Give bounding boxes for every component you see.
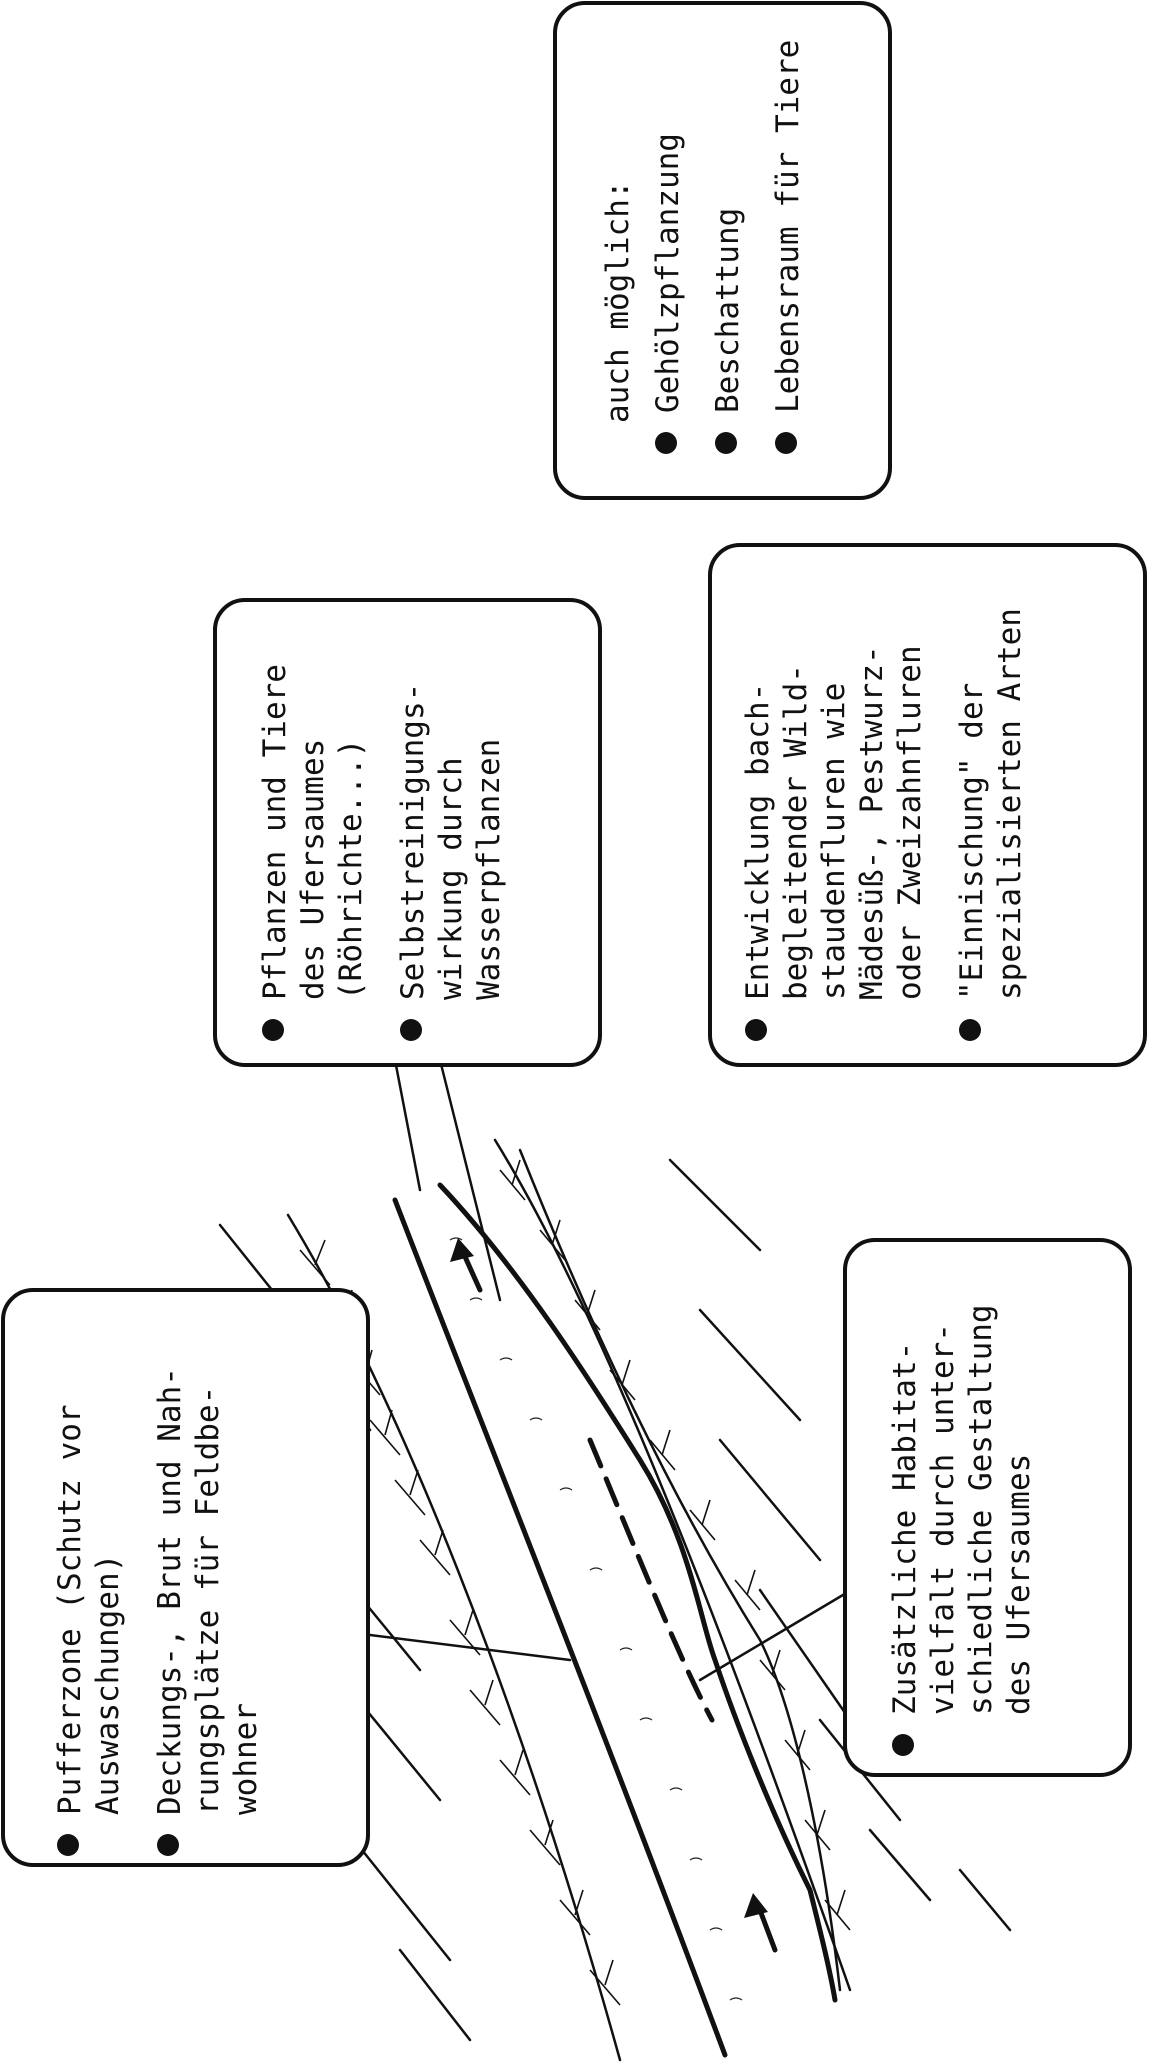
box-pufferzone: Pufferzone (Schutz vor Auswaschungen) De… — [3, 1290, 368, 1865]
bullet-icon — [775, 432, 797, 454]
ufersaum-line-2: des Ufersaumes — [295, 739, 331, 1000]
bullet-icon — [745, 1019, 767, 1041]
bullet-icon — [400, 1019, 422, 1041]
wildstauden-line-1: Entwicklung bach- — [740, 683, 776, 1000]
water-texture — [450, 1238, 742, 2000]
bullet-icon — [57, 1834, 79, 1856]
optional-item-1: Gehölzpflanzung — [650, 133, 686, 413]
habitat-line-3: schiedliche Gestaltung — [963, 1304, 999, 1715]
bullet-icon — [892, 1734, 914, 1756]
habitat-line-4: des Ufersaumes — [1001, 1454, 1037, 1715]
ufersaum-line-1: Pflanzen und Tiere — [257, 664, 293, 1000]
bullet-icon — [655, 432, 677, 454]
flow-arrow-lower — [744, 1893, 775, 1950]
bullet-icon — [262, 1019, 284, 1041]
bullet-icon — [715, 432, 737, 454]
wildstauden-line-3: staudenfluren wie — [816, 683, 852, 1000]
selbstreinigung-line-2: wirkung durch — [433, 757, 469, 1000]
box-optional: auch möglich: Gehölzpflanzung Beschattun… — [555, 3, 890, 498]
selbstreinigung-line-3: Wasserpflanzen — [471, 739, 507, 1000]
habitat-line-1: Zusätzliche Habitat- — [887, 1342, 923, 1715]
pufferzone-line-2: Auswaschungen) — [90, 1554, 126, 1815]
deckungs-line-1: Deckungs-, Brut und Nah- — [152, 1367, 188, 1815]
box-wildstauden: Entwicklung bach- begleitender Wild- sta… — [710, 545, 1145, 1065]
ufersaum-line-3: (Röhrichte...) — [333, 739, 369, 1000]
optional-item-3: Lebensraum für Tiere — [770, 40, 806, 413]
selbstreinigung-line-1: Selbstreinigungs- — [395, 683, 431, 1000]
flow-arrow-upper — [450, 1238, 480, 1290]
pufferzone-line-1: Pufferzone (Schutz vor — [52, 1404, 88, 1815]
right-bank — [440, 1185, 835, 2000]
left-bank — [395, 1200, 725, 2055]
wildstauden-line-2: begleitender Wild- — [778, 664, 814, 1000]
wildstauden-line-5: oder Zweizahnfluren — [892, 645, 928, 1000]
leader-line-ufersaum-1 — [395, 1060, 420, 1190]
einnischung-line-1: "Einnischung" der — [954, 683, 990, 1000]
einnischung-line-2: spezialisierten Arten — [992, 608, 1028, 1000]
habitat-line-2: vielfalt durch unter- — [925, 1323, 961, 1715]
bullet-icon — [959, 1019, 981, 1041]
optional-heading: auch möglich: — [600, 180, 636, 423]
box-ufersaum: Pflanzen und Tiere des Ufersaumes (Röhri… — [215, 600, 600, 1065]
wildstauden-line-4: Mädesüß-, Pestwurz- — [854, 645, 890, 1000]
box-habitat: Zusätzliche Habitat- vielfalt durch unte… — [845, 1240, 1130, 1775]
optional-item-2: Beschattung — [710, 208, 746, 413]
deckungs-line-3: wohner — [228, 1703, 264, 1815]
bullet-icon — [157, 1834, 179, 1856]
deckungs-line-2: rungsplätze für Feldbe- — [190, 1386, 226, 1815]
